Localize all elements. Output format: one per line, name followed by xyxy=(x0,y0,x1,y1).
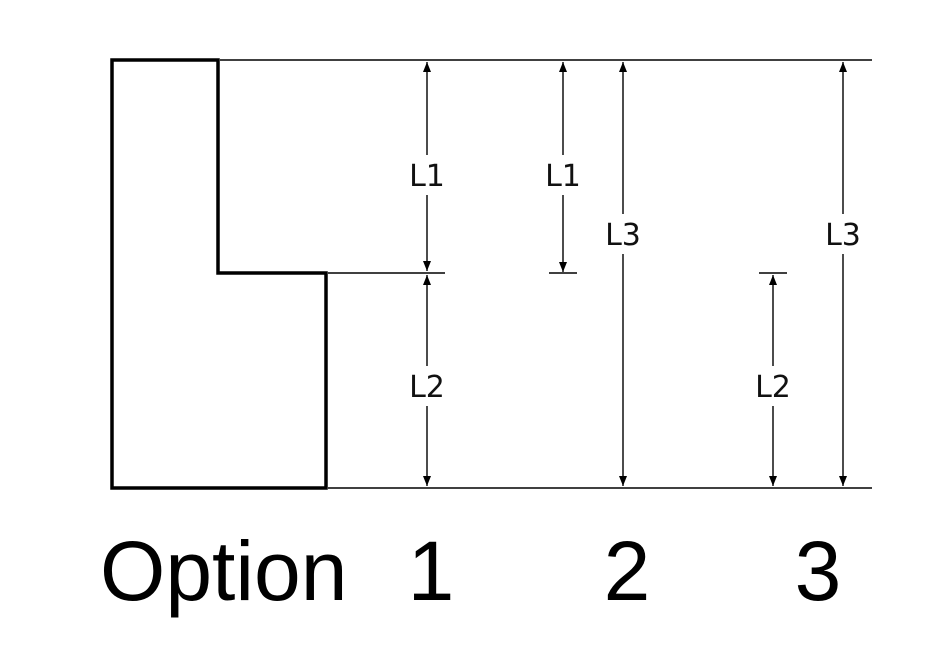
option2-l3-label: L3 xyxy=(605,218,641,253)
option3-l3-label: L3 xyxy=(825,218,861,253)
option3-l2-label: L2 xyxy=(755,370,791,405)
option2-l1-dimension: L1 xyxy=(545,62,581,274)
option2-l3-dimension: L3 xyxy=(605,62,641,486)
caption-option-2: 2 xyxy=(604,524,651,618)
option1-l2-dimension: L2 xyxy=(409,275,445,486)
caption-option-word: Option xyxy=(100,524,348,618)
option2-l1-label: L1 xyxy=(545,159,581,194)
caption-option-3: 3 xyxy=(795,524,842,618)
option3-l3-dimension: L3 xyxy=(825,62,861,486)
option1-l1-label: L1 xyxy=(409,159,445,194)
stepped-part-outline xyxy=(110,58,328,490)
caption-option-1: 1 xyxy=(408,524,455,618)
option1-l1-dimension: L1 xyxy=(409,62,445,271)
option1-l2-label: L2 xyxy=(409,370,445,405)
option3-l2-dimension: L2 xyxy=(755,272,791,486)
